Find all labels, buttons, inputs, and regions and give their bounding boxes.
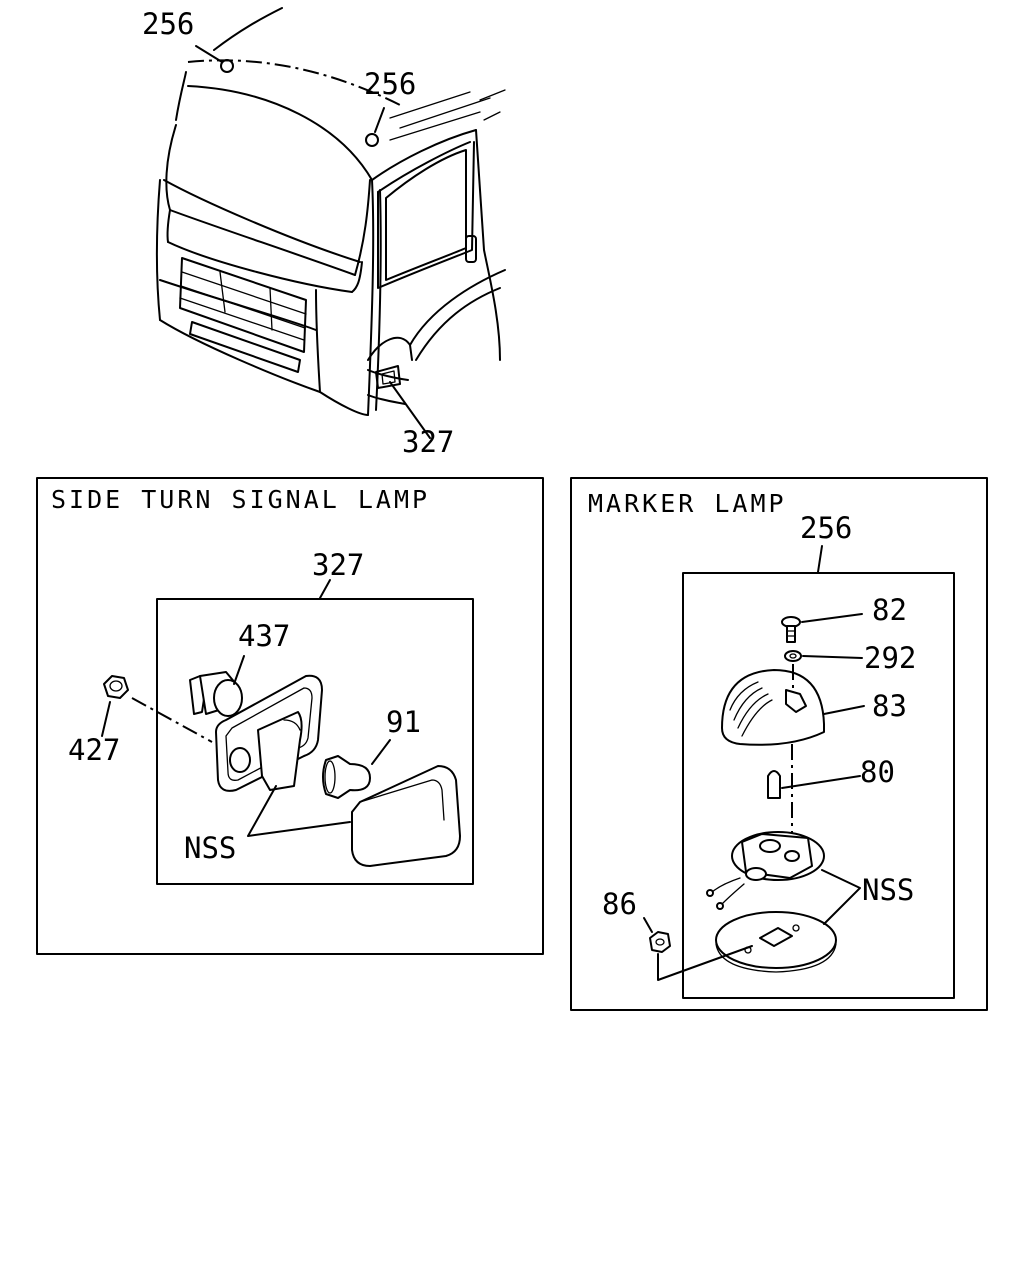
callout-427: 427 <box>68 733 120 767</box>
lens-icon <box>351 765 461 867</box>
bulb-80-icon <box>767 770 781 799</box>
lamp-body-icon <box>215 674 323 792</box>
marker-lamp-frame <box>570 477 988 1011</box>
callout-86: 86 <box>602 887 637 921</box>
callout-marker-top: 256 <box>142 7 194 41</box>
callout-327: 327 <box>312 548 364 582</box>
side-turn-signal-frame <box>36 477 544 955</box>
marker-lamp-title: MARKER LAMP <box>588 489 787 518</box>
lamp-base-icon <box>706 831 825 910</box>
screw-82-icon <box>781 616 801 643</box>
side-turn-signal-assembly-box <box>156 598 474 885</box>
marker-lamp-icon-side <box>365 133 379 147</box>
callout-437: 437 <box>238 619 290 653</box>
bulb-91-icon <box>322 755 371 799</box>
callout-292: 292 <box>864 641 916 675</box>
callout-91: 91 <box>386 705 421 739</box>
callout-side-lamp: 327 <box>402 425 454 459</box>
callout-80: 80 <box>860 755 895 789</box>
side-turn-signal-panel <box>36 477 544 955</box>
callout-256: 256 <box>800 511 852 545</box>
nut-86-icon <box>649 931 671 953</box>
lens-83-icon <box>721 669 825 746</box>
marker-lamp-panel <box>570 477 988 1011</box>
callout-82: 82 <box>872 593 907 627</box>
callout-nss-turn: NSS <box>184 831 236 865</box>
side-turn-signal-title: SIDE TURN SIGNAL LAMP <box>51 485 430 514</box>
callout-83: 83 <box>872 689 907 723</box>
socket-437-icon <box>189 671 243 717</box>
nut-427-icon <box>103 675 129 699</box>
washer-292-icon <box>784 650 802 662</box>
gasket-plate-icon <box>715 911 837 973</box>
marker-lamp-icon-top <box>220 59 234 73</box>
truck-cab-illustration <box>156 7 506 439</box>
callout-nss-marker: NSS <box>862 873 914 907</box>
callout-marker-side: 256 <box>364 67 416 101</box>
marker-lamp-assembly-box <box>682 572 955 999</box>
